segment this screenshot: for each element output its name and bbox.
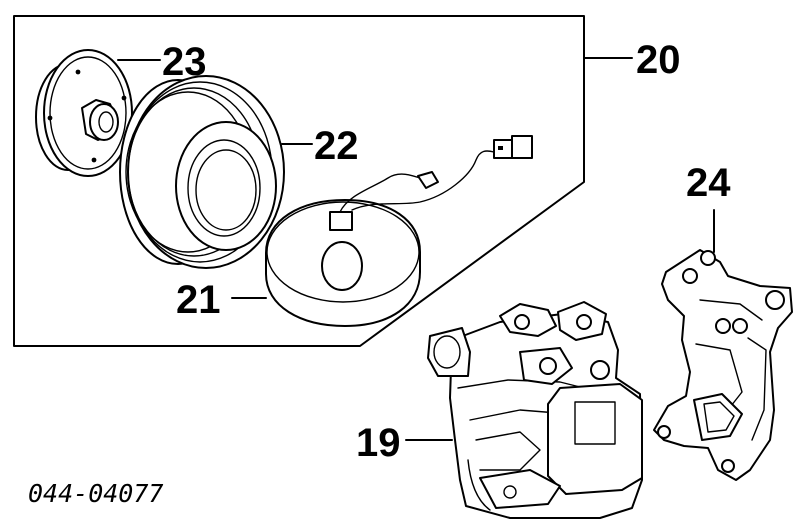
callout-20: 20 xyxy=(636,38,681,82)
part-number: 044-04077 xyxy=(28,479,163,508)
compressor xyxy=(427,301,643,519)
leader-lines xyxy=(117,57,715,441)
clutch-assembly-frame xyxy=(13,15,585,347)
callout-19: 19 xyxy=(356,421,401,465)
pressure-plate-hub xyxy=(35,49,133,177)
callout-23: 23 xyxy=(162,40,207,84)
bracket xyxy=(653,249,793,481)
callout-22: 22 xyxy=(314,124,359,168)
field-coil xyxy=(265,135,533,327)
callout-24: 24 xyxy=(686,161,731,205)
pulley xyxy=(119,75,285,269)
callout-21: 21 xyxy=(176,278,221,322)
